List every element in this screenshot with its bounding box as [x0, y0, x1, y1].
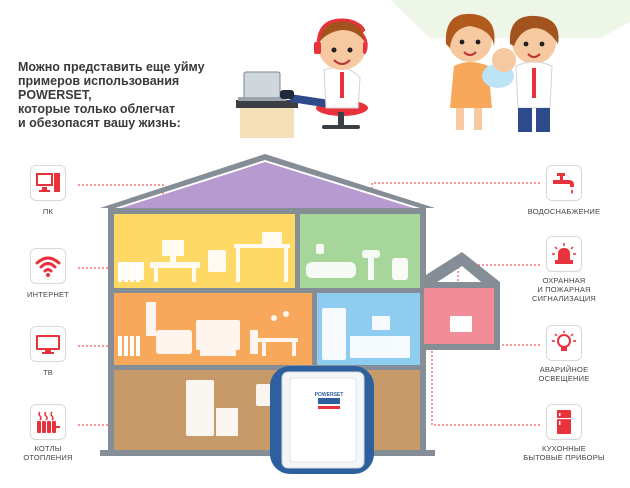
- intro-line: которые только облегчат: [18, 102, 176, 116]
- internet-icon-box: [30, 248, 66, 284]
- alarm-item: ОХРАННАЯ И ПОЖАРНАЯ СИГНАЛИЗАЦИЯ: [518, 236, 610, 303]
- kitchen-label-line: БЫТОВЫЕ ПРИБОРЫ: [523, 453, 605, 462]
- tv-item: ТВ: [8, 326, 88, 377]
- tv-icon: [36, 335, 60, 354]
- lighting-icon-box: [546, 325, 582, 361]
- room-office: [114, 214, 295, 288]
- intro-line: примеров использования: [18, 74, 180, 88]
- pc-icon: [36, 173, 60, 192]
- intro-line: POWERSET,: [18, 88, 92, 102]
- fridge-icon: [557, 410, 571, 434]
- wifi-icon: [35, 256, 61, 277]
- lighting-label-line: ОСВЕЩЕНИЕ: [538, 374, 590, 383]
- attic: [115, 162, 420, 210]
- kitchen-label-line: КУХОННЫЕ: [542, 444, 586, 453]
- family-illustration: [445, 13, 559, 132]
- pc-icon-box: [30, 165, 66, 201]
- faucet-icon: [553, 173, 574, 194]
- water-supply-label: ВОДОСНАБЖЕНИЕ: [527, 207, 601, 216]
- tv-label: ТВ: [43, 368, 53, 377]
- heating-label-line: КОТЛЫ: [34, 444, 62, 453]
- heating-label-line: ОТОПЛЕНИЯ: [23, 453, 73, 462]
- heating-boilers-item: КОТЛЫ ОТОПЛЕНИЯ: [8, 404, 88, 462]
- water-icon-box: [546, 165, 582, 201]
- intro-line: Можно представить еще уйму: [18, 60, 205, 74]
- garage-roof: [418, 252, 500, 288]
- alarm-label-line: И ПОЖАРНАЯ: [537, 285, 591, 294]
- heating-icon-box: [30, 404, 66, 440]
- kitchen-appliances-item: КУХОННЫЕ БЫТОВЫЕ ПРИБОРЫ: [518, 404, 610, 462]
- water-supply-item: ВОДОСНАБЖЕНИЕ: [518, 165, 610, 216]
- intro-text: Можно представить еще уйму примеров испо…: [18, 60, 228, 130]
- man-at-desk-illustration: [236, 18, 376, 138]
- room-basement: [114, 370, 420, 450]
- powerset-device: [270, 366, 374, 474]
- siren-icon: [552, 243, 576, 264]
- intro-line: и обезопасят вашу жизнь:: [18, 116, 181, 130]
- alarm-label-line: СИГНАЛИЗАЦИЯ: [531, 294, 597, 303]
- pc-label: ПК: [42, 207, 54, 216]
- device-brand-label: POWERSET: [315, 392, 344, 398]
- radiator-icon: [37, 411, 60, 433]
- lightbulb-icon: [552, 331, 576, 351]
- alarm-icon-box: [546, 236, 582, 272]
- lighting-label-line: АВАРИЙНОЕ: [539, 365, 589, 374]
- internet-item: ИНТЕРНЕТ: [8, 248, 88, 299]
- emergency-lighting-item: АВАРИЙНОЕ ОСВЕЩЕНИЕ: [518, 325, 610, 383]
- alarm-label-line: ОХРАННАЯ: [542, 276, 586, 285]
- internet-label: ИНТЕРНЕТ: [27, 290, 69, 299]
- pc-item: ПК: [8, 165, 88, 216]
- kitchen-icon-box: [546, 404, 582, 440]
- tv-icon-box: [30, 326, 66, 362]
